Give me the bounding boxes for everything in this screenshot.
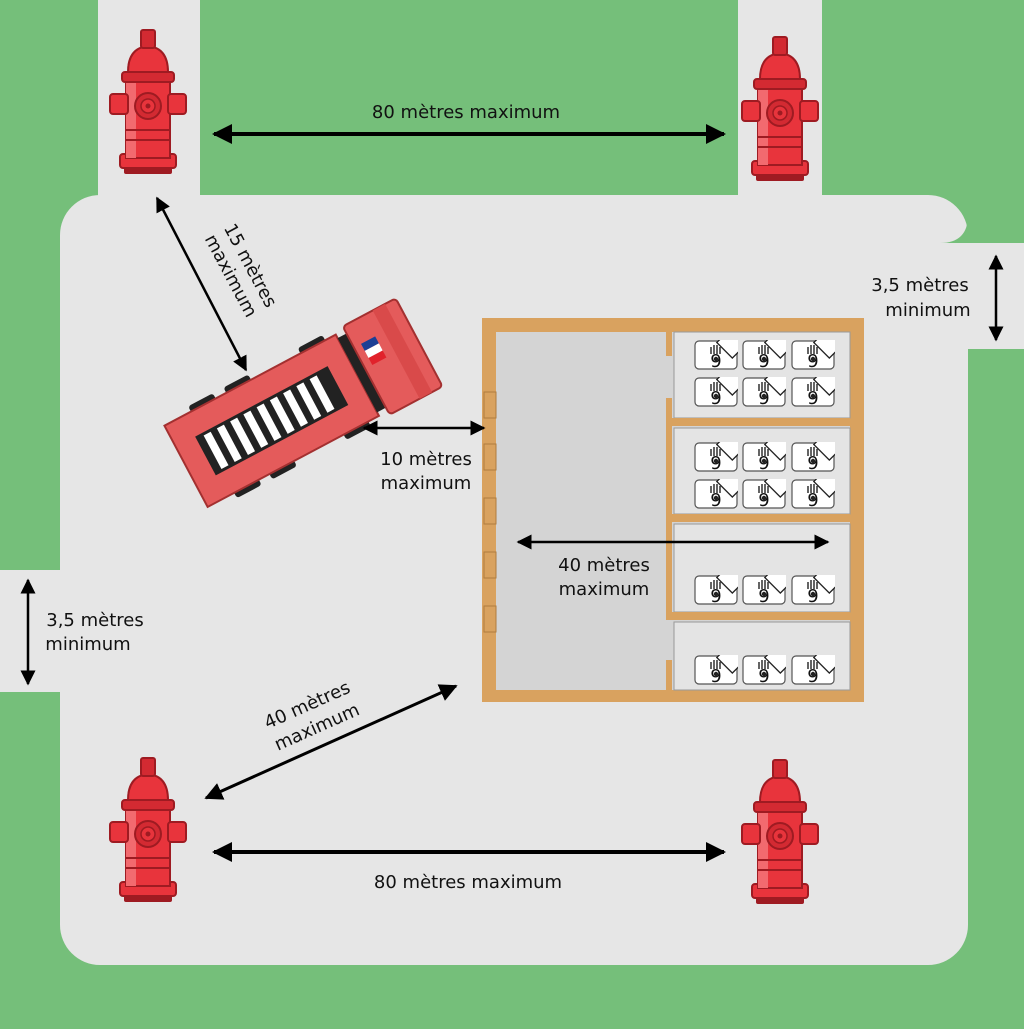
warehouse-building — [482, 318, 864, 702]
svg-text:40 mètres: 40 mètres — [558, 555, 650, 576]
svg-text:3,5 mètres: 3,5 mètres — [46, 610, 143, 631]
svg-text:10 mètres: 10 mètres — [380, 449, 472, 470]
french-flag-icon — [361, 336, 387, 366]
inside-building-label: 40 mètres maximum — [558, 555, 650, 600]
right-access-width-label: 3,5 mètres minimum — [871, 275, 970, 321]
left-access-width-label: 3,5 mètres minimum — [45, 610, 143, 655]
svg-text:minimum: minimum — [885, 300, 970, 321]
svg-text:maximum: maximum — [559, 579, 650, 600]
bottom-spacing-label: 80 mètres maximum — [374, 872, 562, 893]
svg-text:3,5 mètres: 3,5 mètres — [871, 275, 968, 296]
hydrant-to-building-arrow — [204, 684, 458, 800]
svg-text:minimum: minimum — [45, 634, 130, 655]
hydrant-to-truck-arrow — [155, 196, 248, 372]
svg-text:maximum: maximum — [381, 473, 472, 494]
measurement-arrows — [20, 124, 1004, 862]
truck-to-building-label: 10 mètres maximum — [380, 449, 472, 494]
fire-truck-icon — [163, 298, 443, 509]
top-spacing-label: 80 mètres maximum — [372, 102, 560, 123]
